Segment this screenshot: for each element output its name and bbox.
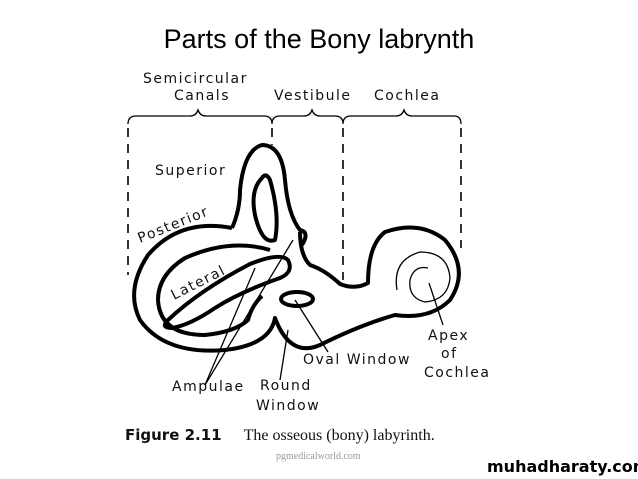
source-watermark: pgmedicalworld.com: [276, 451, 361, 462]
leader-apex: [428, 282, 444, 326]
leader-round-window: [279, 329, 289, 381]
caption-text: The osseous (bony) labyrinth.: [243, 427, 435, 444]
superior-canal-inner: [251, 173, 279, 243]
label-vestibule: Vestibule: [274, 88, 352, 104]
slide-title: Parts of the Bony labrynth: [163, 24, 475, 54]
label-round: Round: [260, 378, 312, 394]
cochlea-spiral: [395, 251, 451, 303]
leader-oval-window: [294, 299, 329, 353]
label-ampulae: Ampulae: [172, 379, 245, 395]
label-semicircular: Semicircular: [143, 71, 248, 87]
label-apex: Apex: [428, 328, 469, 344]
figure-number: Figure 2.11: [125, 426, 222, 444]
superior-canal: [230, 143, 308, 247]
label-cochlea: Cochlea: [374, 88, 441, 104]
brand-watermark: muhadharaty.com: [487, 457, 638, 476]
region-bracket: [127, 107, 462, 125]
label-superior: Superior: [155, 163, 226, 179]
posterior-canal: [132, 223, 461, 353]
lateral-canal: [162, 254, 292, 330]
label-apex-cochlea: Cochlea: [424, 365, 491, 381]
leader-ampulae-2: [204, 239, 294, 386]
label-canals: Canals: [174, 88, 230, 104]
label-window: Window: [256, 398, 320, 414]
oval-window: [279, 290, 315, 308]
label-oval-window: Oval Window: [303, 352, 411, 368]
figure-caption: Figure 2.11 The osseous (bony) labyrinth.: [125, 426, 435, 445]
label-of: of: [441, 346, 458, 362]
leader-ampulae-1: [204, 267, 256, 386]
